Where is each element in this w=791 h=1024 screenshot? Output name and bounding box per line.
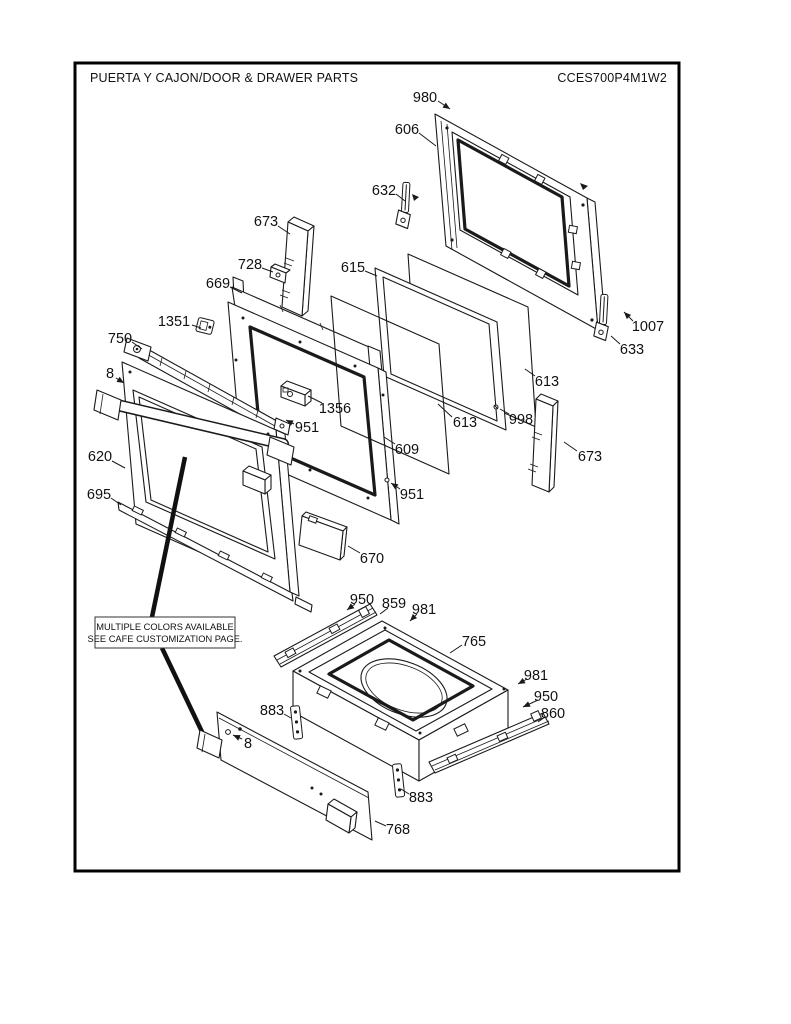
part-632-hinge-left (395, 181, 411, 230)
leader-line-632-2 (395, 193, 406, 202)
part-695-door-bottom-trim (117, 501, 313, 613)
part-620-door-front-panel (93, 361, 300, 597)
part-label-883-30: 883 (260, 703, 284, 719)
leader-line-669-5 (229, 286, 243, 294)
part-label-951-17: 951 (400, 487, 424, 503)
leader-arrowhead-1007-19 (624, 312, 632, 320)
part-860-slide-rail-right (428, 710, 550, 774)
part-998-screw (493, 404, 499, 410)
leader-line-728-4 (261, 267, 274, 273)
leader-line-673-3 (277, 225, 291, 235)
leader-line-609-15 (383, 436, 396, 445)
part-859-slide-rail-left (273, 603, 378, 668)
note-line1: MULTIPLE COLORS AVAILABLE (96, 622, 233, 632)
part-label-1356-10: 1356 (319, 401, 351, 417)
leader-line-695-21 (110, 497, 122, 506)
part-label-669-5: 669 (206, 276, 230, 292)
part-label-606-1: 606 (395, 122, 419, 138)
part-label-998-14: 998 (509, 412, 533, 428)
model-number: CCES700P4M1W2 (557, 71, 667, 85)
part-728-clip (269, 263, 291, 284)
part-673-side-trim-left (279, 216, 315, 317)
part-label-620-20: 620 (88, 449, 112, 465)
part-label-633-18: 633 (620, 342, 644, 358)
leader-arrowhead-981-25 (410, 613, 418, 621)
part-label-860-29: 860 (541, 706, 565, 722)
leader-line-606-1 (418, 132, 437, 147)
part-670-trim-bar (298, 511, 348, 561)
part-label-728-4: 728 (238, 257, 262, 273)
door-handle (93, 389, 295, 466)
part-label-673-3: 673 (254, 214, 278, 230)
part-615-glass-frame (374, 267, 507, 431)
note-pointer-arrows (149, 456, 207, 737)
leader-line-620-20 (111, 460, 126, 469)
part-label-1351-7: 1351 (158, 314, 190, 330)
part-633-hinge-right (593, 293, 609, 342)
leader-arrowhead-8-31 (233, 735, 241, 741)
part-label-8-9: 8 (106, 366, 114, 382)
part-labels: 9806066326737286696151351750813569516136… (87, 90, 664, 838)
part-label-950-28: 950 (534, 689, 558, 705)
leader-line-615-6 (364, 270, 378, 277)
part-label-609-15: 609 (395, 442, 419, 458)
part-label-768-33: 768 (386, 822, 410, 838)
part-673-side-trim-right (527, 393, 559, 493)
leader-arrowhead-981-27 (518, 677, 526, 684)
leader-line-883-32 (400, 788, 410, 795)
leader-line-613-12 (524, 368, 536, 377)
leader-arrowhead-950-28 (523, 701, 531, 707)
leader-line-673-16 (563, 441, 578, 452)
part-768-drawer-front-panel (196, 711, 373, 841)
color-note-box: MULTIPLE COLORS AVAILABLE SEE CAFE CUSTO… (88, 616, 243, 649)
leader-line-883-30 (283, 713, 292, 719)
drawer-handle-stub (325, 798, 358, 834)
note-line2: SEE CAFE CUSTOMIZATION PAGE. (88, 634, 243, 644)
leader-line-613-13 (437, 403, 453, 418)
leader-line-670-22 (347, 545, 361, 554)
part-883-bracket-left (290, 705, 304, 740)
part-label-981-25: 981 (412, 602, 436, 618)
leader-line-750-8 (131, 341, 143, 350)
leader-line-633-18 (610, 335, 621, 345)
leader-line-860-29 (537, 716, 546, 723)
part-label-613-13: 613 (453, 415, 477, 431)
part-951-screw-lower (384, 477, 390, 483)
screw-arrow-632 (412, 194, 419, 201)
part-label-980-0: 980 (413, 90, 437, 106)
part-label-632-2: 632 (372, 183, 396, 199)
page-title: PUERTA Y CAJON/DOOR & DRAWER PARTS (90, 71, 358, 85)
part-label-1007-19: 1007 (632, 319, 664, 335)
part-label-765-26: 765 (462, 634, 486, 650)
leader-arrowhead-951-17 (391, 483, 399, 490)
part-1356-bracket (280, 380, 312, 407)
leader-line-765-26 (449, 644, 463, 654)
leader-line-1356-10 (307, 395, 323, 404)
part-label-673-16: 673 (578, 449, 602, 465)
handle-bracket (242, 465, 272, 495)
leader-arrowhead-8-9 (116, 376, 124, 383)
part-label-950-23: 950 (350, 592, 374, 608)
part-label-613-12: 613 (535, 374, 559, 390)
leader-line-859-24 (379, 607, 389, 615)
part-label-8-31: 8 (244, 736, 252, 752)
leader-line-768-33 (374, 820, 387, 827)
leader-arrowhead-951-11 (286, 420, 294, 426)
part-label-670-22: 670 (360, 551, 384, 567)
part-750-door-top-rail (123, 337, 291, 438)
part-613-glass-front (330, 295, 450, 475)
part-label-750-8: 750 (108, 331, 132, 347)
leader-line-1351-7 (191, 324, 202, 329)
part-label-883-32: 883 (409, 790, 433, 806)
leader-arrowhead-980-0 (442, 102, 450, 109)
part-label-981-27: 981 (524, 668, 548, 684)
part-765-drawer-box (292, 620, 509, 782)
leader-line-998-14 (499, 408, 510, 415)
part-label-695-21: 695 (87, 487, 111, 503)
part-label-615-6: 615 (341, 260, 365, 276)
part-1351-bracket (195, 317, 215, 335)
part-label-951-11: 951 (295, 420, 319, 436)
leader-arrowhead-950-23 (347, 603, 355, 610)
